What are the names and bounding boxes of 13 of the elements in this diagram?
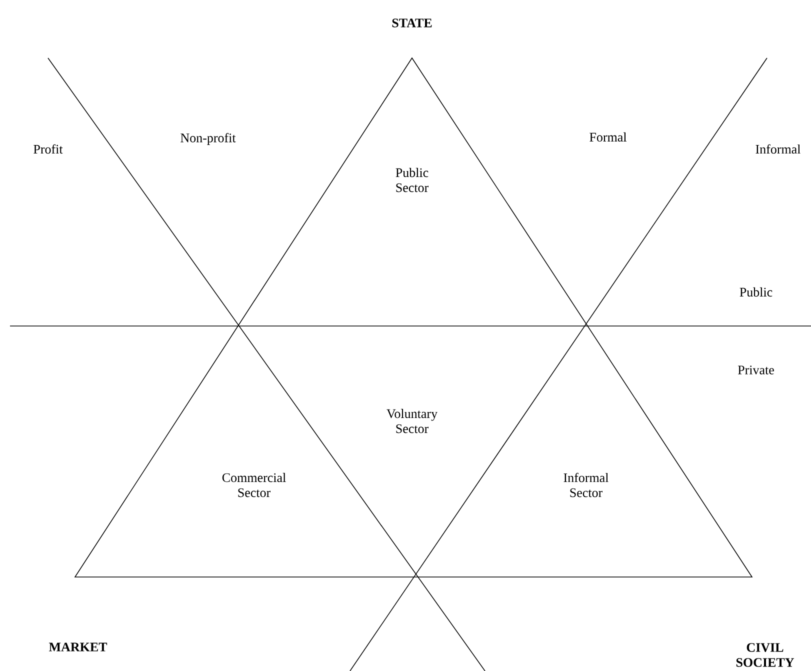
region-label: Public Sector (396, 168, 428, 192)
region-label: Informal Sector (564, 472, 608, 498)
region-label: CIVIL SOCIETY (736, 643, 794, 667)
region-label: Non-profit (180, 133, 236, 145)
region-label: Private (738, 366, 774, 374)
region-label: Formal (590, 132, 627, 142)
region-label: Voluntary Sector (386, 408, 438, 434)
region-label: STATE (392, 18, 432, 28)
region-label: Commercial Sector (222, 472, 286, 498)
region-label: MARKET (48, 642, 108, 652)
region-label: Profit (34, 144, 63, 154)
region-label: Informal (756, 144, 800, 154)
region-label: Public (740, 287, 772, 297)
